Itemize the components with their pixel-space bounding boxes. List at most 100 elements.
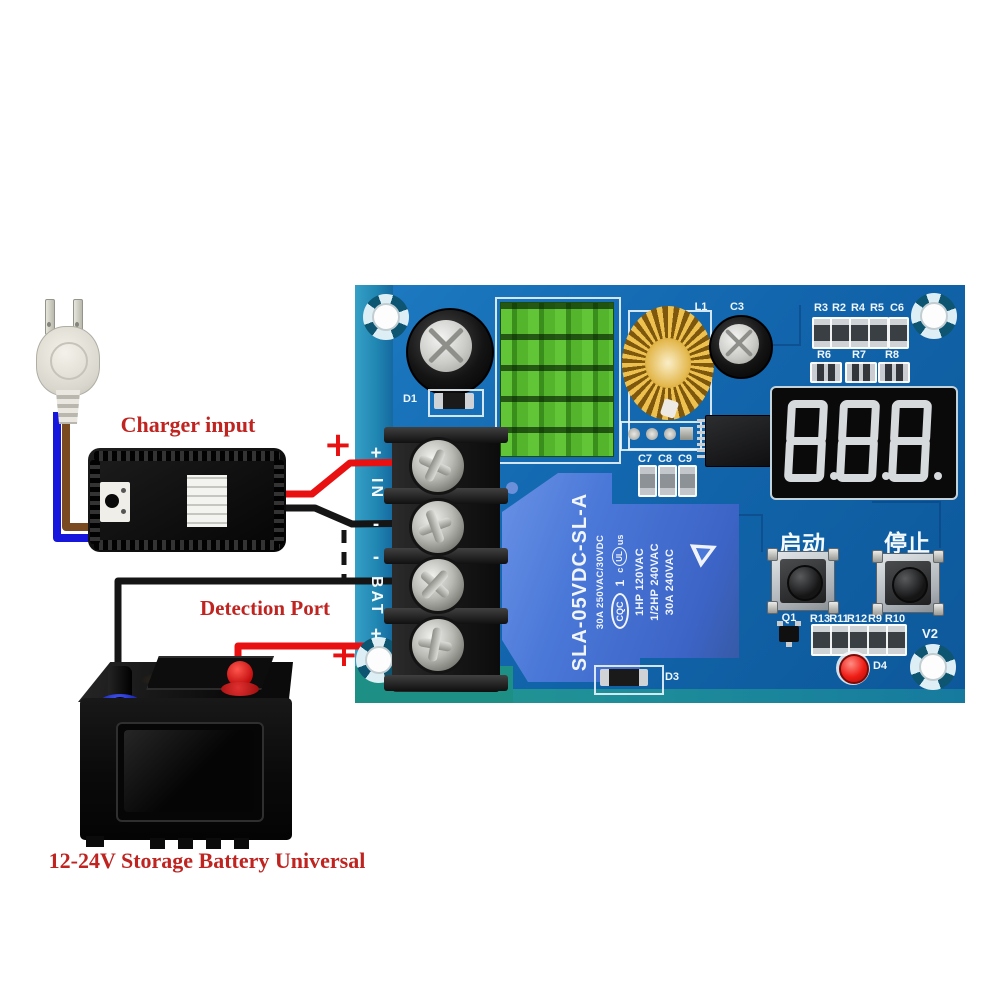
terminal-rib [384, 427, 508, 443]
battery-foot [234, 838, 249, 849]
bat-minus-label: - [372, 547, 380, 568]
silkscreen-label: R6 [816, 349, 832, 361]
ac-plug [36, 326, 100, 396]
silkscreen-label: D3 [664, 671, 680, 683]
bat-label: BAT [368, 575, 385, 617]
diode-component [434, 393, 474, 409]
cert-number: 1 [612, 579, 627, 587]
decimal-point [882, 472, 890, 480]
smd-resistor [845, 362, 877, 383]
button-pin [767, 601, 778, 614]
transistor-pin [795, 621, 801, 626]
terminal-screw-bat-plus[interactable] [409, 616, 467, 674]
charger-led-dot [121, 509, 126, 514]
silkscreen-label: C6 [889, 302, 905, 314]
battery-foot [206, 838, 221, 849]
ul-c: c [614, 567, 625, 573]
battery-foot [150, 838, 165, 849]
silkscreen-label: R9 [867, 613, 883, 625]
smd-resistor [830, 317, 851, 349]
charger-indicator-panel [100, 482, 130, 522]
in-plus-label: + [370, 443, 382, 464]
button-pin [933, 603, 944, 616]
terminal-rib [384, 488, 508, 504]
ul-circle: UL [612, 547, 627, 566]
polarity-plus-mark: + [323, 425, 353, 465]
mounting-hole [910, 644, 956, 690]
bat-plus-label: + [370, 623, 382, 645]
silkscreen-label: C8 [657, 453, 673, 465]
smd-resistor [886, 624, 907, 656]
battery-positive-base [221, 682, 259, 696]
silkscreen-label: R4 [850, 302, 866, 314]
terminal-screw-in-plus[interactable] [409, 437, 467, 495]
smd-capacitor [678, 465, 697, 497]
ic-pins [697, 419, 706, 461]
terminal-labels-in: + IN - [360, 444, 392, 534]
heatsink [500, 302, 614, 457]
detection-port-caption: Detection Port [199, 596, 331, 620]
silkscreen-label: R11 [829, 613, 849, 625]
silkscreen-label: R10 [884, 613, 906, 625]
smd-capacitor [638, 465, 657, 497]
mounting-hole-center [365, 646, 393, 674]
terminal-rib [384, 548, 508, 564]
silkscreen-label: R12 [846, 613, 868, 625]
power-relay [502, 473, 739, 682]
silkscreen-label: D1 [402, 393, 418, 405]
plug-wire-brown [62, 412, 92, 531]
diode-outline [594, 665, 664, 695]
controller-ic [705, 415, 771, 467]
relay-rating-line: 1/2HP 240VAC [648, 543, 661, 621]
smd-resistor [878, 362, 910, 383]
pads-outline [620, 421, 702, 451]
plug-face-ring [50, 342, 88, 380]
relay-model: SLA-05VDC-SL-A [568, 492, 591, 672]
smd-resistor [811, 624, 832, 656]
pcb-trace [770, 305, 801, 346]
smd-resistor [810, 362, 842, 383]
battery-caption: 12-24V Storage Battery Universal [48, 848, 366, 873]
display-digit [835, 400, 881, 482]
prong-hole [47, 322, 51, 327]
smd-capacitor [888, 317, 909, 349]
smd-resistor [868, 317, 889, 349]
button-pin [828, 548, 839, 561]
plug-strain-relief [55, 390, 81, 424]
button-pin [872, 550, 883, 563]
terminal-rib [384, 675, 508, 691]
relay-mold-mark [506, 482, 518, 494]
diode-outline [428, 389, 484, 417]
charger-knob [105, 494, 119, 508]
terminal-screw-in-minus[interactable] [409, 498, 467, 556]
display-digit [783, 400, 829, 482]
solder-pad [628, 428, 640, 440]
relay-rating: 30A 250VAC/30VDC [594, 534, 606, 630]
charger-spec-label [183, 470, 231, 532]
capacitor-vent-top [719, 324, 759, 364]
terminal-screw-bat-minus[interactable] [409, 556, 467, 614]
start-button[interactable] [767, 548, 839, 614]
capacitor-vent-top [420, 320, 472, 372]
silkscreen-label: R5 [869, 302, 885, 314]
silkscreen-label: D4 [872, 660, 888, 672]
stop-button[interactable] [872, 550, 944, 616]
silkscreen-label: V2 [922, 626, 938, 641]
mounting-hole [363, 294, 409, 340]
battery-front-panel [124, 730, 254, 812]
button-pin [933, 550, 944, 563]
toroidal-inductor [622, 306, 714, 420]
in-label: IN [368, 478, 385, 500]
digit-segments [887, 437, 931, 482]
display-digit [887, 400, 933, 482]
prong-hole [75, 322, 79, 327]
button-cap [892, 567, 928, 603]
silkscreen-label: R3 [813, 302, 829, 314]
silkscreen-label: R13 [809, 613, 831, 625]
smd-resistor [867, 624, 888, 656]
terminal-rib [384, 608, 508, 624]
solder-pad [664, 428, 676, 440]
